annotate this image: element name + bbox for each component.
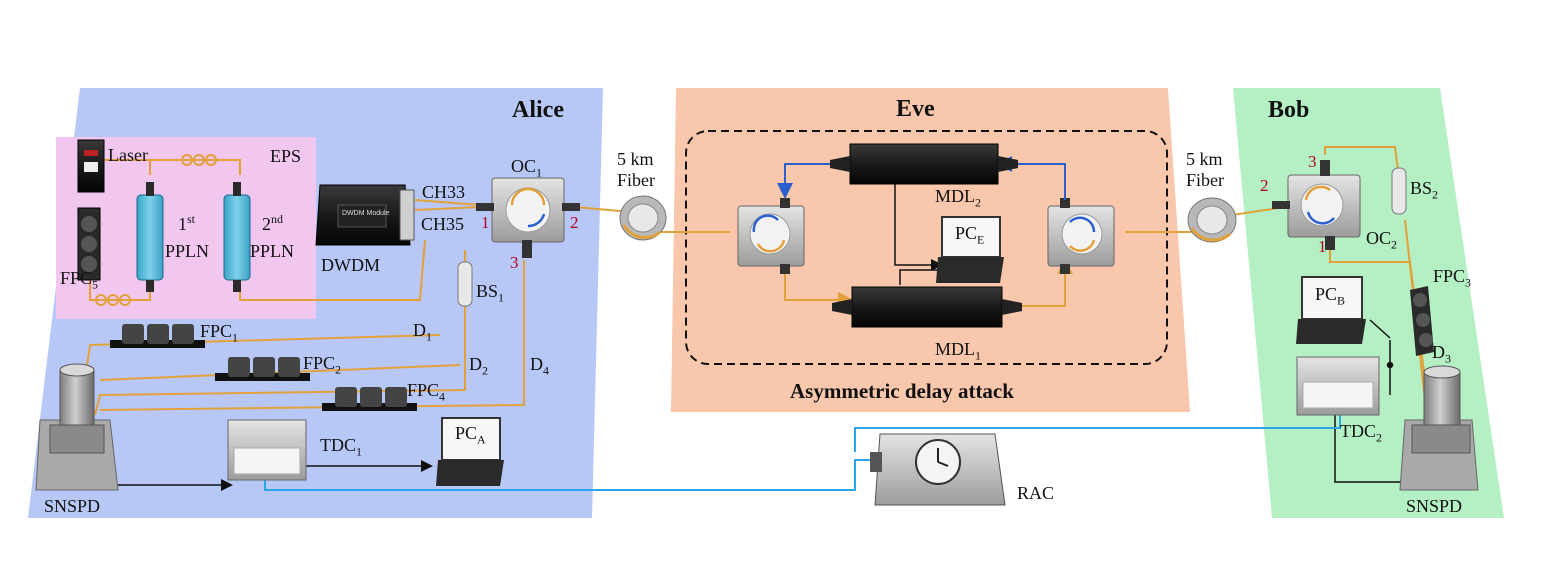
label-snspd-bob: SNSPD — [1406, 496, 1463, 516]
circulator-oc2 — [1272, 160, 1361, 250]
fiber-spool-right — [1187, 197, 1237, 243]
label-mdl2: MDL2 — [935, 186, 981, 210]
label-attack: Asymmetric delay attack — [790, 379, 1014, 403]
fiber-spool-left — [619, 195, 667, 241]
label-fpc1: FPC1 — [200, 321, 239, 345]
label-rac: RAC — [1017, 483, 1055, 503]
mdl-1 — [832, 286, 1022, 328]
tdc-2 — [1296, 356, 1380, 416]
label-ppln1: PPLN — [165, 241, 210, 261]
label-fiber-right: Fiber — [1186, 170, 1224, 190]
eve-dashed-box — [685, 130, 1168, 365]
oc2-port-2: 2 — [1260, 176, 1269, 195]
label-laser: Laser — [108, 145, 148, 165]
label-bs1: BS1 — [476, 281, 505, 305]
fpc-2 — [215, 357, 310, 381]
label-fiber-right-length: 5 km — [1186, 149, 1223, 169]
label-d1: D1 — [413, 320, 432, 344]
oc2-port-3: 3 — [1308, 152, 1317, 171]
label-fpc4: FPC4 — [407, 380, 446, 404]
title-eve: Eve — [896, 96, 935, 122]
label-ppln1-order: 1st — [178, 212, 196, 234]
mdl-2 — [830, 143, 1018, 185]
oc2-port-1: 1 — [1318, 237, 1327, 256]
beam-splitter-bs2 — [1391, 167, 1407, 215]
label-oc1: OC1 — [511, 156, 543, 180]
ppln-1 — [136, 182, 164, 292]
oc1-port-2: 2 — [570, 213, 579, 232]
label-pca: PCA — [455, 423, 486, 447]
rubidium-clock-rac — [870, 433, 1006, 506]
fpc-4 — [322, 387, 417, 411]
oc1-port-3: 3 — [510, 253, 519, 272]
circulator-eve-right — [1047, 198, 1115, 274]
label-snspd-alice: SNSPD — [44, 496, 101, 516]
fpc-5 — [77, 207, 101, 281]
label-dwdm: DWDM — [321, 255, 380, 275]
laptop-pcb — [1296, 276, 1366, 344]
title-alice: Alice — [512, 97, 564, 123]
label-ch33: CH33 — [422, 182, 466, 202]
label-dwdm-module: DWDM Module — [342, 210, 390, 217]
label-fpc5: FPC5 — [60, 268, 99, 292]
fpc-1 — [110, 324, 205, 348]
label-bs2: BS2 — [1410, 178, 1439, 202]
circulator-eve-left — [737, 198, 805, 274]
eve-region — [671, 88, 1190, 412]
label-ppln2: PPLN — [250, 241, 295, 261]
label-tdc2: TDC2 — [1340, 421, 1382, 445]
label-d2: D2 — [469, 354, 488, 378]
beam-splitter-bs1 — [457, 261, 473, 307]
fpc-3 — [1410, 286, 1434, 356]
label-ppln2-order: 2nd — [262, 212, 283, 234]
laptop-pca — [436, 417, 504, 486]
label-eps: EPS — [270, 146, 302, 166]
label-pcb: PCB — [1315, 284, 1346, 308]
label-fiber-left-length: 5 km — [617, 149, 654, 169]
label-oc2: OC2 — [1366, 228, 1398, 252]
label-fpc3: FPC3 — [1433, 266, 1472, 290]
label-mdl1: MDL1 — [935, 339, 981, 363]
label-ch35: CH35 — [421, 214, 465, 234]
label-fpc2: FPC2 — [303, 353, 342, 377]
laptop-pce — [936, 216, 1004, 283]
label-d3: D3 — [1432, 342, 1451, 366]
dwdm-box — [315, 184, 415, 246]
label-tdc1: TDC1 — [320, 435, 362, 459]
label-fiber-left: Fiber — [617, 170, 655, 190]
circulator-oc1 — [476, 177, 580, 258]
oc1-port-1: 1 — [481, 213, 490, 232]
title-bob: Bob — [1268, 97, 1310, 123]
tdc-1 — [227, 419, 307, 481]
snspd-alice — [35, 363, 119, 491]
laser — [77, 139, 105, 193]
ppln-2 — [223, 182, 251, 292]
snspd-bob — [1399, 365, 1479, 491]
label-d4: D4 — [530, 354, 549, 378]
label-pce: PCE — [955, 223, 985, 247]
